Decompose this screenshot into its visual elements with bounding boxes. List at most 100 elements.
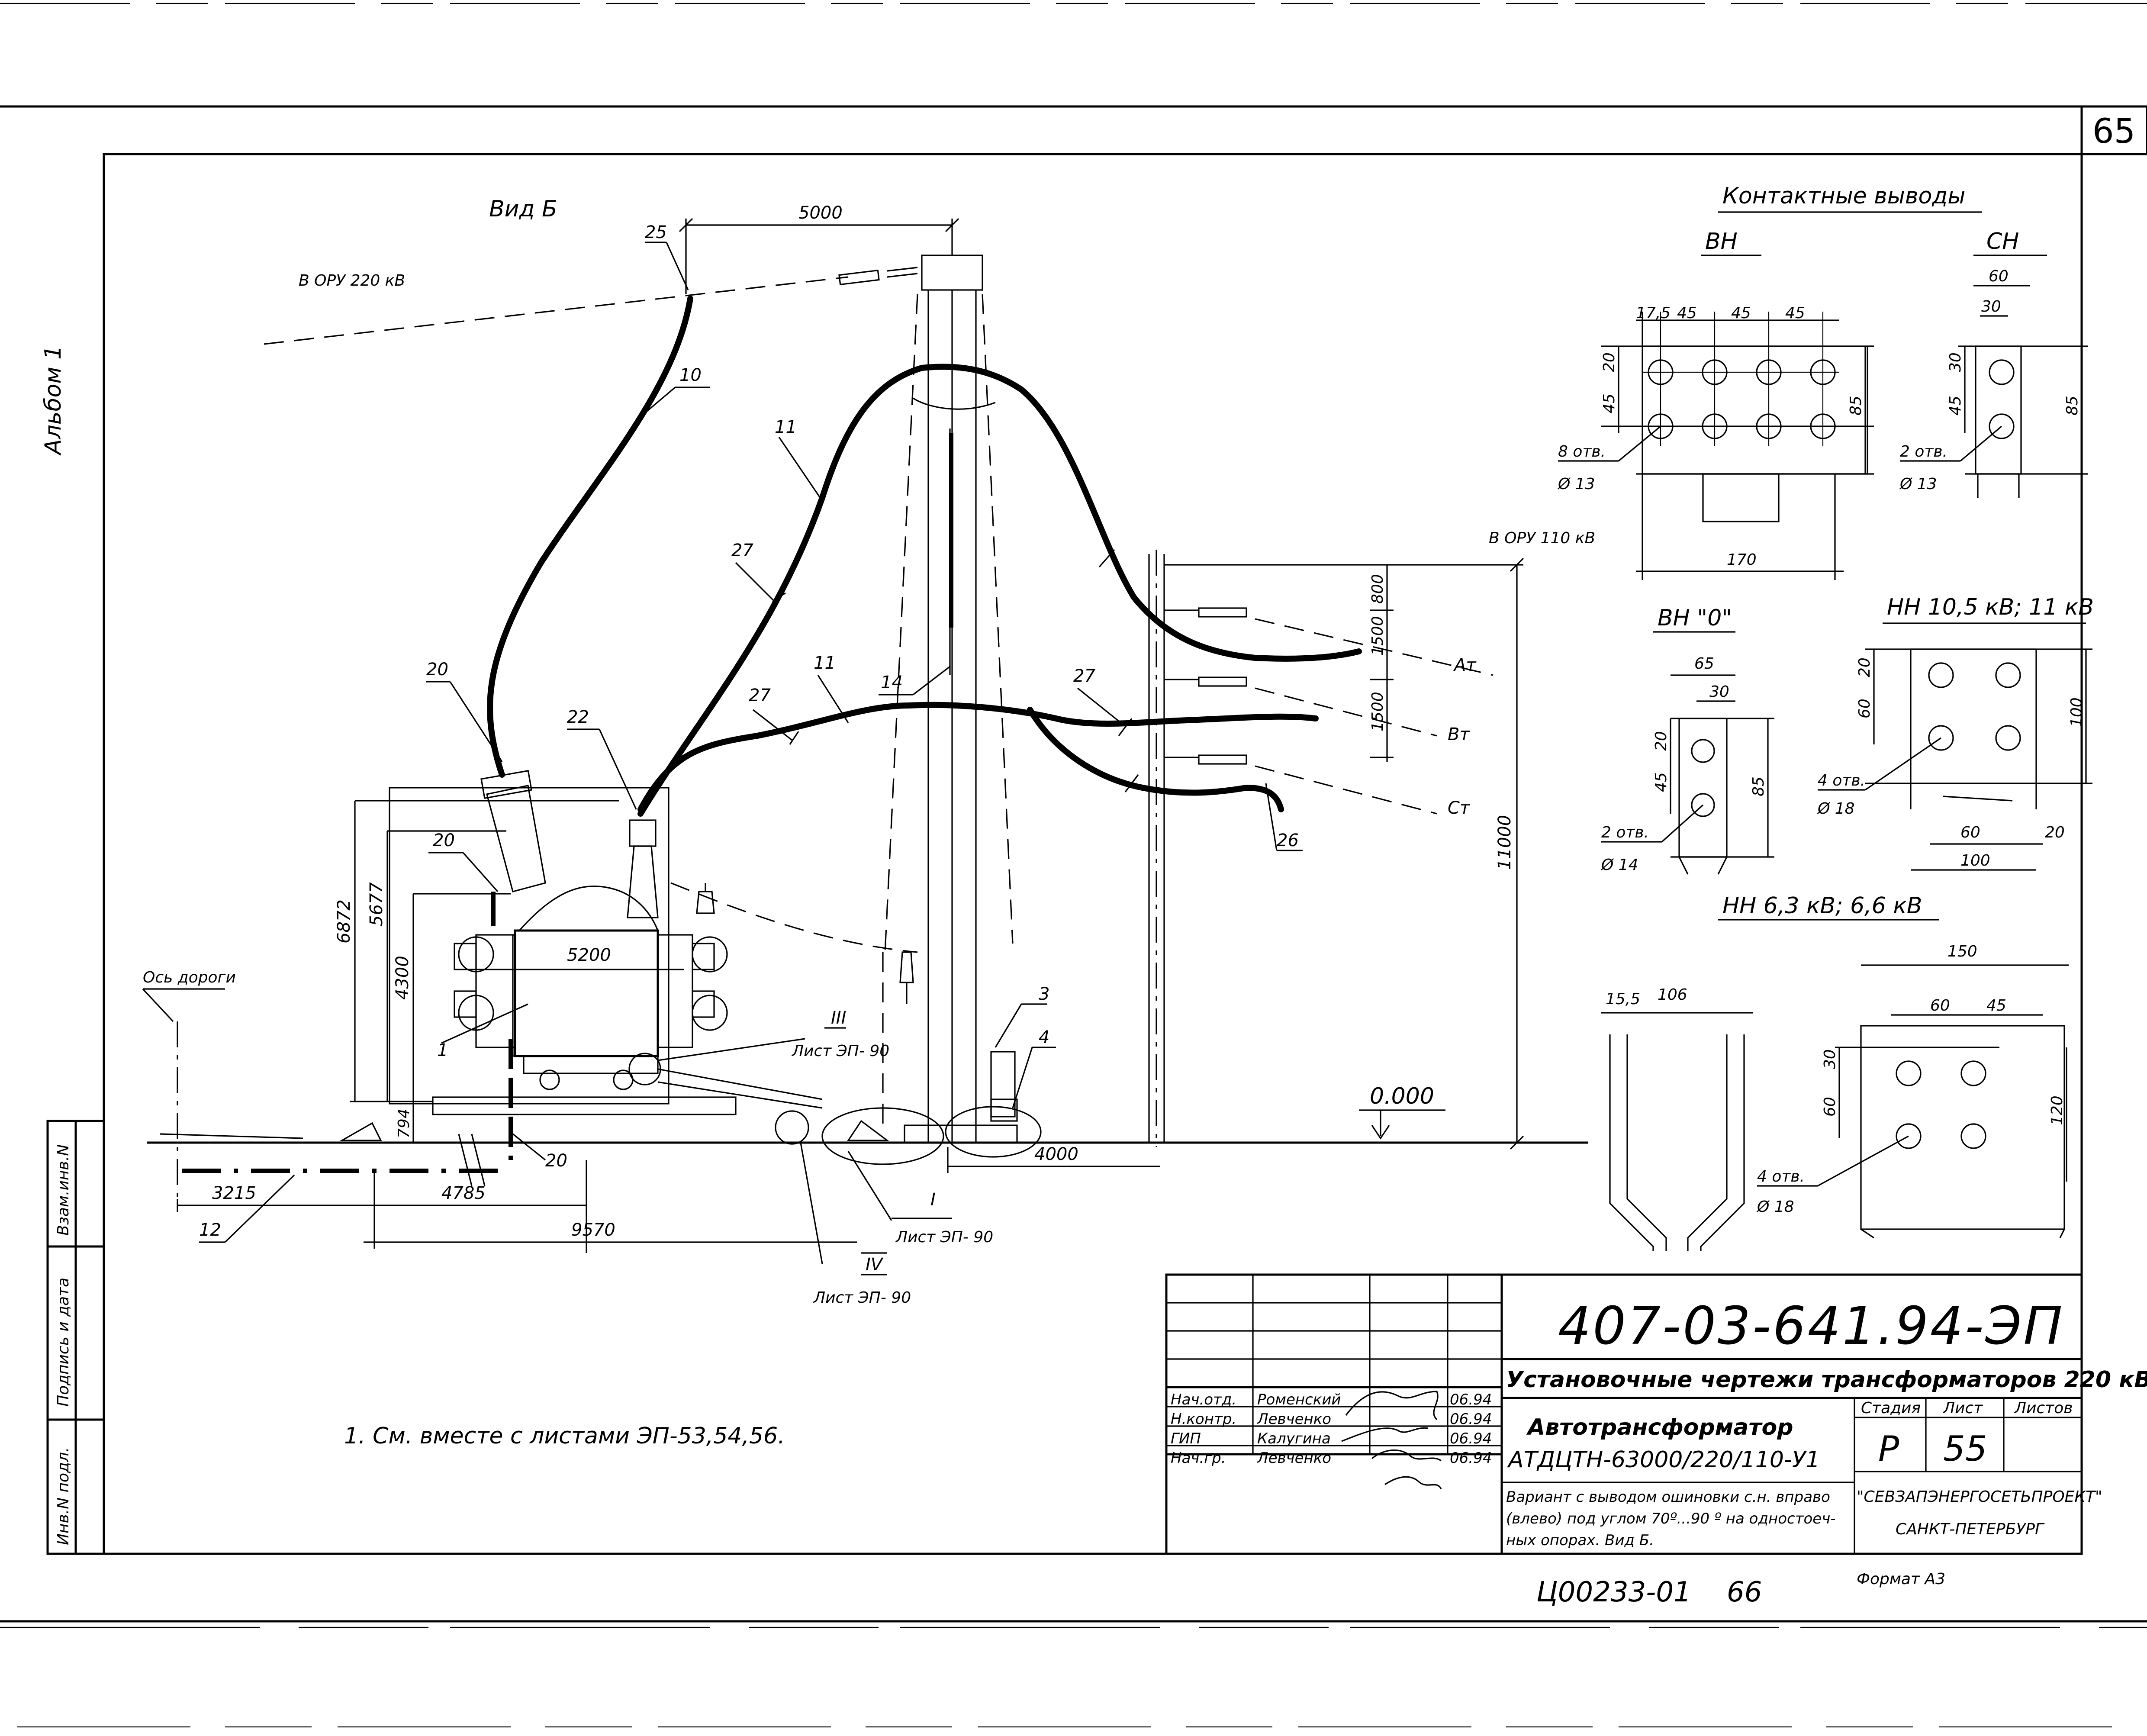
label-phase-a: Ат bbox=[1453, 655, 1477, 675]
sheet-ref-IV: Лист ЭП- 90 bbox=[813, 1289, 911, 1307]
label-oru220: В ОРУ 220 кВ bbox=[299, 272, 405, 290]
nn6-dia: Ø 18 bbox=[1756, 1198, 1794, 1216]
pos-12: 12 bbox=[199, 1220, 221, 1240]
pos-10: 10 bbox=[679, 365, 702, 385]
format-label: Формат А3 bbox=[1857, 1570, 1945, 1588]
org-city: САНКТ-ПЕТЕРБУРГ bbox=[1896, 1520, 2045, 1538]
row4-date: 06.94 bbox=[1450, 1449, 1492, 1467]
row2-name: Левченко bbox=[1256, 1411, 1331, 1428]
sheet-label: Лист bbox=[1942, 1399, 1983, 1417]
stage-label: Стадия bbox=[1861, 1399, 1921, 1417]
dim-11000: 11000 bbox=[1495, 815, 1515, 870]
transformer bbox=[389, 770, 823, 1160]
node-IV: IV bbox=[866, 1255, 884, 1275]
row1-date: 06.94 bbox=[1450, 1391, 1492, 1408]
pos-20-upper: 20 bbox=[426, 660, 448, 680]
object-line2: АТДЦТН-63000/220/110-У1 bbox=[1507, 1447, 1820, 1473]
vn-holes-label: 8 отв. bbox=[1558, 443, 1606, 461]
side-stamp bbox=[46, 1120, 105, 1555]
desc-line1: Вариант с выводом ошиновки с.н. вправо bbox=[1506, 1488, 1830, 1506]
nn10-dim-100h: 100 bbox=[1960, 852, 1990, 870]
sheet-ref-III: Лист ЭП- 90 bbox=[791, 1042, 889, 1060]
vn-dim-5: 20 bbox=[1600, 352, 1618, 372]
view-title: Вид Б bbox=[489, 196, 557, 222]
dim-6872: 6872 bbox=[334, 899, 354, 944]
desc-line3: ных опорах. Вид Б. bbox=[1506, 1532, 1654, 1549]
dim-4300: 4300 bbox=[393, 956, 412, 1000]
vn-dim-6: 45 bbox=[1600, 393, 1618, 413]
dim-800: 800 bbox=[1369, 574, 1387, 604]
dim-5000: 5000 bbox=[798, 203, 843, 223]
pos-20-mid: 20 bbox=[433, 831, 455, 850]
dim-5200: 5200 bbox=[567, 945, 611, 965]
pos-27-b: 27 bbox=[749, 686, 771, 705]
contacts-title: Контактные выводы bbox=[1722, 183, 1965, 209]
main-drawing: Вид Б В ОРУ 220 кВ 5000 25 bbox=[142, 196, 1595, 1307]
vn-dim-4: 45 bbox=[1785, 304, 1805, 322]
pos-1: 1 bbox=[437, 1040, 448, 1060]
pos-11-upper: 11 bbox=[775, 417, 797, 437]
dim-794: 794 bbox=[395, 1108, 413, 1138]
pos-27-c: 27 bbox=[1073, 666, 1095, 686]
nn10-dim-60: 60 bbox=[1856, 699, 1873, 718]
vn0-title: ВН "0" bbox=[1658, 605, 1732, 631]
node-III: III bbox=[831, 1008, 846, 1028]
row1-role: Нач.отд. bbox=[1171, 1391, 1236, 1408]
nn6-dim-120: 120 bbox=[2048, 1095, 2066, 1125]
dim-1500b: 1500 bbox=[1369, 692, 1387, 731]
vn-dim-2: 45 bbox=[1677, 304, 1697, 322]
vn0-dia: Ø 14 bbox=[1600, 856, 1638, 874]
vn-title: ВН bbox=[1705, 229, 1738, 254]
sheet-ref-I: Лист ЭП- 90 bbox=[895, 1228, 993, 1246]
row3-role: ГИП bbox=[1171, 1430, 1201, 1447]
title-block bbox=[1165, 1273, 2083, 1555]
vn-dia: Ø 13 bbox=[1557, 475, 1595, 493]
handwritten-number-2: 66 bbox=[1727, 1576, 1762, 1608]
dim-3215: 3215 bbox=[212, 1183, 256, 1203]
sn-dim-60: 60 bbox=[1989, 267, 2009, 285]
signatures bbox=[1341, 1391, 1442, 1489]
desc-line2: (влево) под углом 70º...90 º на одностое… bbox=[1506, 1510, 1836, 1527]
stage-value: Р bbox=[1878, 1429, 1899, 1469]
sheet-value: 55 bbox=[1943, 1429, 1987, 1469]
side-stamp-cell-1: Взам.инв.N bbox=[55, 1144, 72, 1236]
sn-dim-30v: 30 bbox=[1947, 352, 1964, 372]
row1-name: Роменский bbox=[1257, 1391, 1341, 1408]
pos-25: 25 bbox=[645, 222, 667, 242]
zero-level: 0.000 bbox=[1370, 1083, 1434, 1109]
nn6-dim-150: 150 bbox=[1947, 943, 1977, 960]
row2-date: 06.94 bbox=[1450, 1411, 1492, 1428]
vn-dim-8: 170 bbox=[1727, 551, 1757, 569]
vn0-dim-65: 65 bbox=[1694, 655, 1714, 673]
nn6-dim-45: 45 bbox=[1986, 997, 2006, 1015]
dim-1500a: 1500 bbox=[1369, 616, 1387, 656]
nn10-dim-100v: 100 bbox=[2068, 697, 2086, 727]
note-text: 1. См. вместе с листами ЭП-53,54,56. bbox=[344, 1423, 785, 1449]
sn-title: СН bbox=[1986, 229, 2019, 254]
vn-holes bbox=[1642, 312, 1839, 446]
sheet-frame bbox=[0, 105, 2147, 1623]
sn-dim-30: 30 bbox=[1981, 298, 2001, 316]
sn-dim-45v: 45 bbox=[1947, 396, 1964, 415]
dim-5677: 5677 bbox=[367, 882, 386, 926]
object-line1: Автотрансформатор bbox=[1526, 1414, 1793, 1440]
pos-14: 14 bbox=[881, 673, 903, 692]
album-label: Альбом 1 bbox=[40, 345, 66, 456]
label-oru110: В ОРУ 110 кВ bbox=[1489, 529, 1595, 547]
side-stamp-cell-3: Инв.N подл. bbox=[55, 1447, 72, 1545]
pos-4: 4 bbox=[1039, 1027, 1049, 1047]
sheets-label: Листов bbox=[2014, 1399, 2073, 1417]
vn-dim-3: 45 bbox=[1731, 304, 1751, 322]
dim-4000: 4000 bbox=[1034, 1144, 1078, 1164]
project-title: Установочные чертежи трансформаторов 220… bbox=[1506, 1367, 2147, 1393]
row4-role: Нач.гр. bbox=[1171, 1449, 1226, 1467]
dim-9570: 9570 bbox=[571, 1220, 615, 1240]
road-axis-label: Ось дороги bbox=[143, 969, 236, 986]
contacts-section: Контактные выводы ВН 17,5 45 45 bbox=[1557, 183, 2094, 1251]
nn6-holes-label: 4 отв. bbox=[1757, 1168, 1805, 1185]
nn10-dia: Ø 18 bbox=[1817, 800, 1855, 818]
nn6-dim-30: 30 bbox=[1821, 1049, 1839, 1069]
scan-edge-lines bbox=[0, 3, 2147, 1728]
pos-22: 22 bbox=[567, 707, 589, 727]
